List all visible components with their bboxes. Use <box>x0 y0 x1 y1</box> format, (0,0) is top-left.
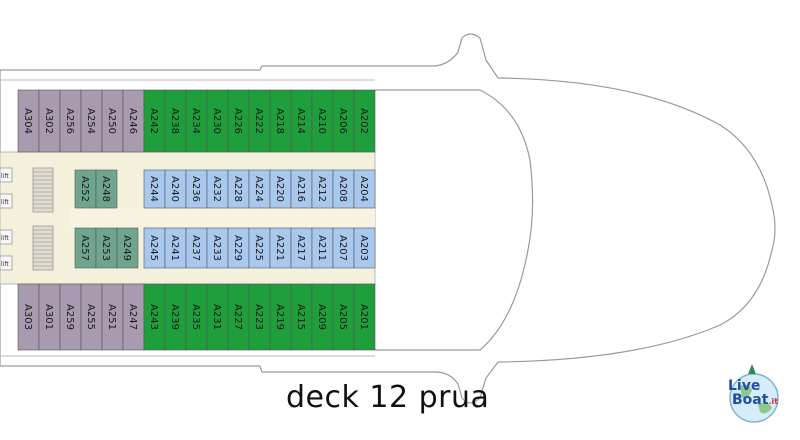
cabin-label: A212 <box>316 176 327 202</box>
cabin-label: A302 <box>43 108 54 134</box>
bow-deck-outline <box>375 89 534 351</box>
cabin-label: A229 <box>232 235 243 261</box>
cabin-label: A209 <box>316 304 327 330</box>
cabin-label: A235 <box>190 304 201 330</box>
cabin-label: A203 <box>358 235 369 261</box>
cabin-label: A220 <box>274 176 285 202</box>
cabin-label: A259 <box>64 304 75 330</box>
cabin-label: A202 <box>358 108 369 134</box>
cabin-label: A218 <box>274 108 285 134</box>
cabin-label: A247 <box>127 304 138 330</box>
cabin-label: A231 <box>211 304 222 330</box>
cabin-a201 <box>353 283 376 351</box>
cabin-label: A250 <box>106 108 117 134</box>
cabin-label: A216 <box>295 176 306 202</box>
cabin-label: A227 <box>232 304 243 330</box>
cabin-label: A224 <box>253 176 264 202</box>
cabin-label: A222 <box>253 108 264 134</box>
cabin-label: A303 <box>22 304 33 330</box>
cabin-a204 <box>353 169 376 209</box>
cabin-label: A240 <box>169 176 180 202</box>
cabin-label: A239 <box>169 304 180 330</box>
logo-word-live: Live <box>728 378 761 394</box>
cabin-label: A248 <box>100 176 111 202</box>
stairwell <box>32 167 54 271</box>
cabin-label: A225 <box>253 235 264 261</box>
cabin-label: A205 <box>337 304 348 330</box>
lift-label: lift <box>1 261 9 268</box>
cabin-a249 <box>116 227 139 269</box>
cabin-label: A256 <box>64 108 75 134</box>
cabin-label: A230 <box>211 108 222 134</box>
cabin-label: A215 <box>295 304 306 330</box>
cabin-layer: A304 A302 A256 A254 A250 A246 A242 A238 A234 A230… <box>17 89 376 351</box>
cabin-label: A223 <box>253 304 264 330</box>
cabin-label: A234 <box>190 108 201 134</box>
cabin-label: A243 <box>148 304 159 330</box>
cabin-label: A252 <box>79 176 90 202</box>
inner-corridor <box>70 208 375 228</box>
cabin-label: A251 <box>106 304 117 330</box>
cabin-label: A226 <box>232 108 243 134</box>
cabin-label: A217 <box>295 235 306 261</box>
cabin-label: A208 <box>337 176 348 202</box>
cabin-label: A244 <box>148 176 159 202</box>
cabin-label: A207 <box>337 235 348 261</box>
cabin-label: A253 <box>100 235 111 261</box>
cabin-label: A214 <box>295 108 306 134</box>
cabin-a203 <box>353 227 376 269</box>
cabin-a248 <box>95 169 118 209</box>
cabin-label: A233 <box>211 235 222 261</box>
cabin-label: A237 <box>190 235 201 261</box>
cabin-label: A219 <box>274 304 285 330</box>
logo-word-boat: Boat <box>732 392 769 408</box>
cabin-label: A301 <box>43 304 54 330</box>
cabin-label: A245 <box>148 235 159 261</box>
cabin-label: A242 <box>148 108 159 134</box>
cabin-label: A210 <box>316 108 327 134</box>
cabin-a202 <box>353 89 376 153</box>
cabin-label: A228 <box>232 176 243 202</box>
cabin-label: A221 <box>274 235 285 261</box>
cabin-label: A232 <box>211 176 222 202</box>
lift-label: lift <box>1 173 9 180</box>
cabin-label: A206 <box>337 108 348 134</box>
cabin-label: A304 <box>22 108 33 134</box>
cabin-label: A238 <box>169 108 180 134</box>
lift-bank: lift lift lift lift <box>0 167 13 271</box>
cabin-label: A211 <box>316 235 327 261</box>
cabin-label: A249 <box>121 235 132 261</box>
lift-label: lift <box>1 199 9 206</box>
cabin-label: A257 <box>79 235 90 261</box>
hull-inner-line <box>0 79 375 357</box>
cabin-label: A246 <box>127 108 138 134</box>
deck-caption: deck 12 prua <box>286 380 490 415</box>
cabin-label: A236 <box>190 176 201 202</box>
lift-label: lift <box>1 235 9 242</box>
globe-icon <box>729 364 779 423</box>
cabin-label: A255 <box>85 304 96 330</box>
cabin-label: A201 <box>358 304 369 330</box>
cabin-label: A241 <box>169 235 180 261</box>
logo-tld: .it <box>768 397 779 406</box>
cabin-label: A204 <box>358 176 369 202</box>
cabin-label: A254 <box>85 108 96 134</box>
liveboat-logo: Live Boat.it <box>718 356 798 436</box>
